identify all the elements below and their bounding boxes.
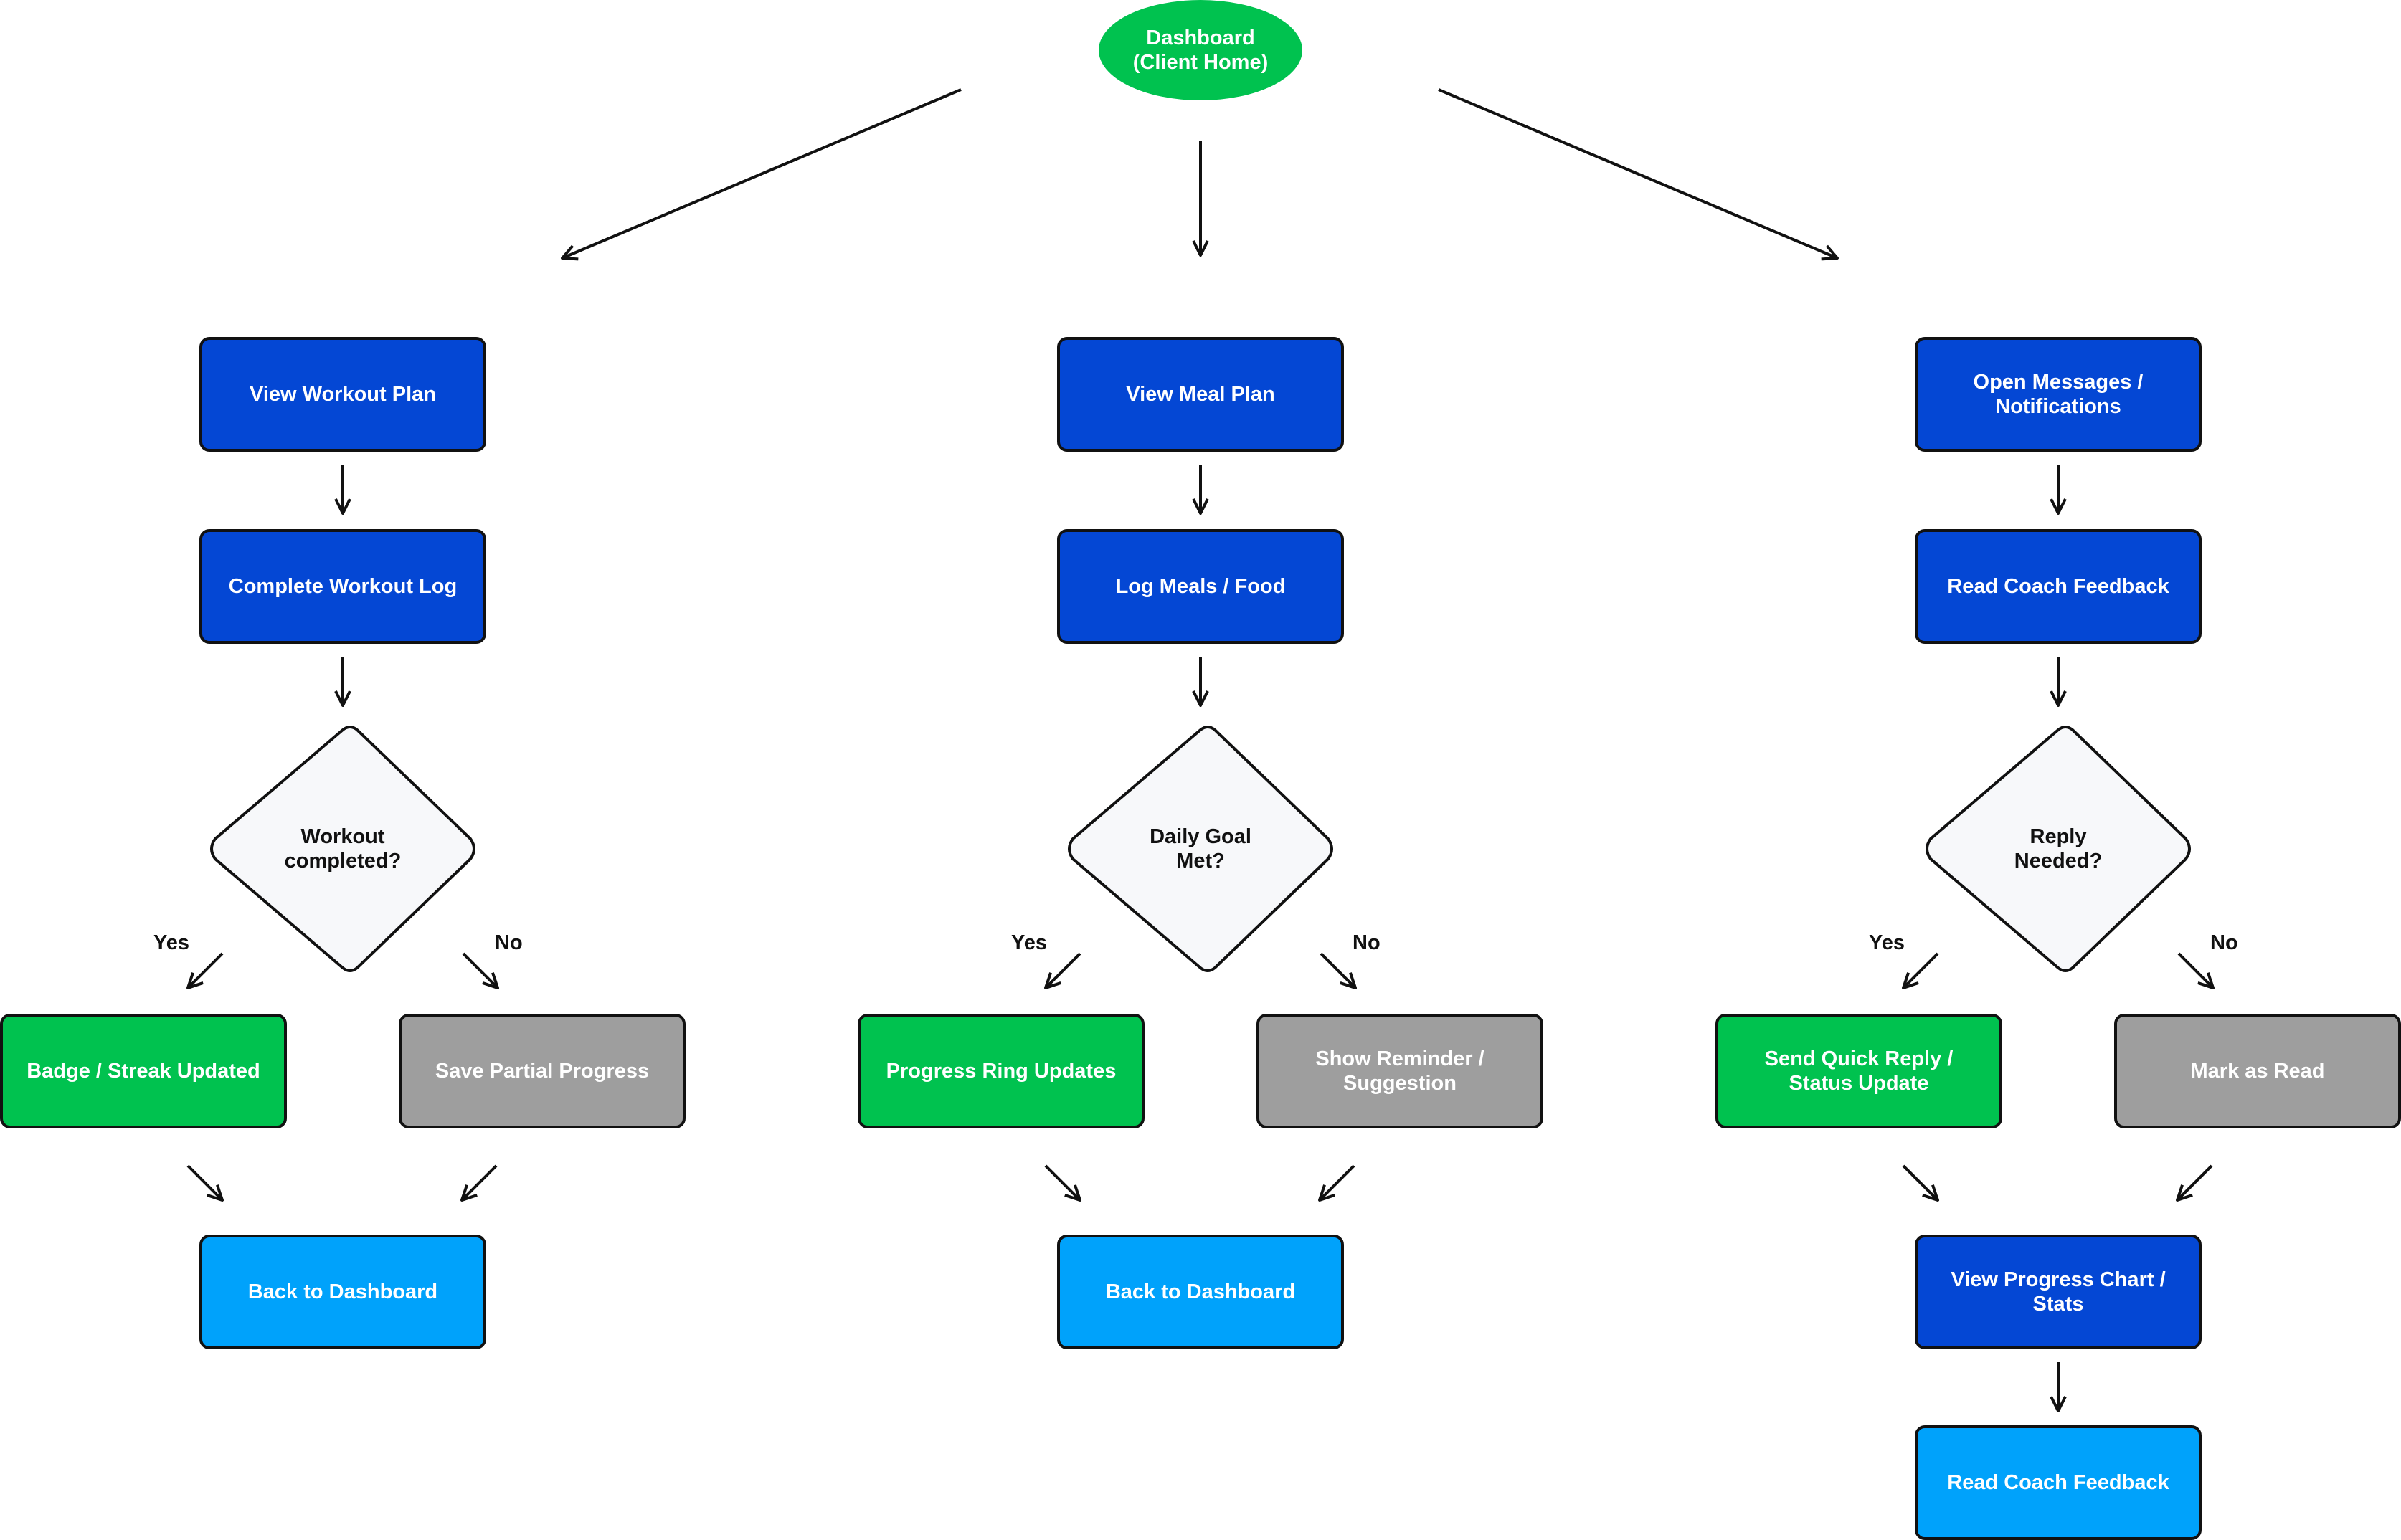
arrow-start-to-messages <box>1438 88 1839 261</box>
badge-streak-updated-node[interactable]: Badge / Streak Updated <box>0 1014 287 1128</box>
send-quick-reply-line1: Send Quick Reply / <box>1764 1047 1954 1070</box>
complete-workout-log-label: Complete Workout Log <box>228 575 458 598</box>
back-to-dashboard-label-meal: Back to Dashboard <box>1105 1280 1296 1303</box>
open-messages-line1: Open Messages / <box>1973 371 2144 394</box>
arrow-col2-yes <box>1044 952 1081 989</box>
workout-decision-line1: Workout <box>300 825 385 848</box>
progress-ring-updates-label: Progress Ring Updates <box>886 1060 1117 1083</box>
workout-decision-line2: completed? <box>284 850 402 873</box>
arrow-col1-yes <box>186 952 224 989</box>
workout-no-label: No <box>495 931 523 954</box>
mark-as-read-node[interactable]: Mark as Read <box>2114 1014 2401 1128</box>
view-progress-line1: View Progress Chart / <box>1951 1268 2166 1291</box>
show-reminder-line1: Show Reminder / <box>1315 1047 1484 1070</box>
complete-workout-log-node[interactable]: Complete Workout Log <box>199 529 486 644</box>
reply-decision-line2: Needed? <box>2014 850 2103 873</box>
open-messages-notifications-node[interactable]: Open Messages / Notifications <box>1915 337 2202 452</box>
back-to-dashboard-label-workout: Back to Dashboard <box>247 1280 438 1303</box>
open-messages-line2: Notifications <box>1995 395 2121 418</box>
arrow-col2-yes-to-end <box>1044 1164 1081 1202</box>
arrow-col3-no-to-merge <box>2176 1164 2213 1202</box>
reply-decision-line1: Reply <box>2030 825 2087 848</box>
meal-decision-line1: Daily Goal <box>1150 825 1251 848</box>
view-progress-chart-stats-node[interactable]: View Progress Chart / Stats <box>1915 1235 2202 1349</box>
view-progress-line2: Stats <box>2032 1293 2084 1316</box>
log-meals-food-label: Log Meals / Food <box>1115 575 1286 598</box>
log-meals-food-node[interactable]: Log Meals / Food <box>1057 529 1344 644</box>
back-to-dashboard-node-workout[interactable]: Back to Dashboard <box>199 1235 486 1349</box>
start-label-line1: Dashboard <box>1146 27 1255 49</box>
read-coach-feedback-node[interactable]: Read Coach Feedback <box>1915 529 2202 644</box>
start-label-line2: (Client Home) <box>1132 51 1269 74</box>
arrow-col1-no <box>462 952 499 989</box>
view-workout-plan-node[interactable]: View Workout Plan <box>199 337 486 452</box>
read-coach-feedback-end-node[interactable]: Read Coach Feedback <box>1915 1425 2202 1540</box>
arrow-col1-no-to-end <box>460 1164 498 1202</box>
view-meal-plan-label: View Meal Plan <box>1126 383 1275 406</box>
view-meal-plan-node[interactable]: View Meal Plan <box>1057 337 1344 452</box>
reply-yes-label: Yes <box>1869 931 1905 954</box>
arrow-col2-no <box>1320 952 1357 989</box>
reply-needed-decision[interactable]: Reply Needed? <box>1922 724 2194 974</box>
badge-streak-updated-label: Badge / Streak Updated <box>27 1060 260 1083</box>
send-quick-reply-line2: Status Update <box>1789 1072 1929 1095</box>
arrow-col3-yes-to-merge <box>1902 1164 1939 1202</box>
show-reminder-suggestion-node[interactable]: Show Reminder / Suggestion <box>1256 1014 1543 1128</box>
progress-ring-updates-node[interactable]: Progress Ring Updates <box>858 1014 1145 1128</box>
arrow-start-to-workout <box>561 88 962 261</box>
workout-yes-label: Yes <box>153 931 189 954</box>
arrow-col1-yes-to-end <box>186 1164 224 1202</box>
read-coach-feedback-end-label: Read Coach Feedback <box>1947 1471 2169 1494</box>
arrow-col3-yes <box>1902 952 1939 989</box>
read-coach-feedback-label: Read Coach Feedback <box>1947 575 2169 598</box>
arrow-col2-no-to-end <box>1318 1164 1355 1202</box>
workout-completed-decision[interactable]: Workout completed? <box>207 724 479 974</box>
start-node-dashboard[interactable]: Dashboard (Client Home) <box>1099 0 1302 100</box>
meal-no-label: No <box>1353 931 1381 954</box>
meal-decision-line2: Met? <box>1176 850 1225 873</box>
reply-no-label: No <box>2210 931 2238 954</box>
meal-yes-label: Yes <box>1011 931 1047 954</box>
save-partial-progress-node[interactable]: Save Partial Progress <box>399 1014 686 1128</box>
back-to-dashboard-node-meal[interactable]: Back to Dashboard <box>1057 1235 1344 1349</box>
send-quick-reply-node[interactable]: Send Quick Reply / Status Update <box>1715 1014 2002 1128</box>
show-reminder-line2: Suggestion <box>1343 1072 1457 1095</box>
arrow-col3-no <box>2177 952 2215 989</box>
daily-goal-met-decision[interactable]: Daily Goal Met? <box>1064 724 1337 974</box>
view-workout-plan-label: View Workout Plan <box>250 383 436 406</box>
save-partial-progress-label: Save Partial Progress <box>435 1060 650 1083</box>
mark-as-read-label: Mark as Read <box>2190 1060 2325 1083</box>
